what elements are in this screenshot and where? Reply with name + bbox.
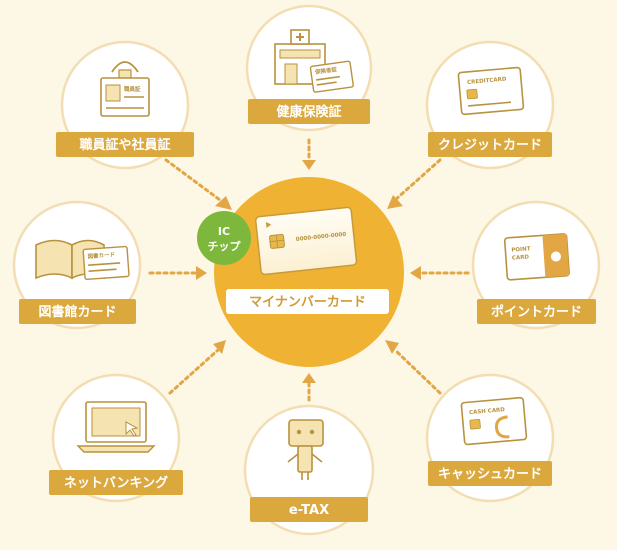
center-node: 0000-0000-0000 マイナンバーカード	[214, 177, 404, 367]
node-cash-card: CASH CARD キャッシュカード	[425, 373, 555, 503]
insurance-card-text: 保険者証	[313, 65, 337, 76]
node-point-label: ポイントカード	[491, 304, 582, 320]
cash-card-icon: CASH CARD	[460, 396, 528, 446]
node-health-label: 健康保険証	[276, 104, 341, 120]
node-employee-id: 職員証 職員証や社員証	[56, 40, 194, 170]
node-net-banking: ネットバンキング	[49, 373, 183, 503]
point-card-icon: POINT CARD	[503, 233, 570, 281]
credit-card-icon: CREDITCARD	[457, 66, 525, 116]
node-etax: e-TAX	[243, 404, 375, 536]
library-card-text: 図書カード	[87, 250, 115, 260]
center-label: マイナンバーカード	[249, 295, 366, 310]
arrow-from-point	[410, 266, 470, 280]
node-netbank-label: ネットバンキング	[64, 475, 168, 491]
arrow-from-health	[302, 138, 316, 170]
card-number-text: 0000-0000-0000	[296, 232, 347, 243]
node-point-card: POINT CARD ポイントカード	[471, 200, 601, 330]
arrow-from-credit	[387, 158, 442, 209]
laptop-icon	[76, 401, 156, 453]
point-card-text-1: POINT	[511, 246, 531, 253]
id-badge-text: 職員証	[124, 85, 141, 93]
node-library-label: 図書館カード	[38, 304, 116, 320]
my-number-card-icon: 0000-0000-0000	[254, 206, 358, 276]
arrow-from-etax	[302, 373, 316, 402]
arrow-from-employee	[164, 158, 232, 210]
etax-mascot-icon	[287, 419, 324, 480]
ic-badge-line2: チップ	[208, 239, 242, 253]
arrow-from-library	[148, 266, 207, 280]
node-credit-label: クレジットカード	[438, 138, 542, 153]
node-library-card: 図書カード 図書館カード	[12, 200, 142, 330]
ic-badge-line1: IC	[218, 225, 230, 238]
insurance-card-icon: 保険者証	[309, 60, 354, 93]
ic-chip-badge: IC チップ	[197, 211, 251, 265]
node-health-insurance: 保険者証 健康保険証	[245, 4, 373, 132]
point-card-text-2: CARD	[512, 254, 530, 261]
arrow-from-netbank	[168, 340, 226, 395]
cash-card-text: CASH CARD	[469, 407, 506, 416]
node-etax-label: e-TAX	[289, 503, 329, 518]
node-cash-label: キャッシュカード	[438, 467, 542, 482]
arrow-from-cash	[385, 340, 442, 395]
node-credit-card: CREDITCARD クレジットカード	[425, 40, 555, 170]
id-badge-icon: 職員証	[100, 61, 150, 117]
library-card-icon: 図書カード	[82, 245, 130, 280]
node-employee-label: 職員証や社員証	[79, 137, 170, 153]
credit-card-text: CREDITCARD	[467, 76, 507, 85]
